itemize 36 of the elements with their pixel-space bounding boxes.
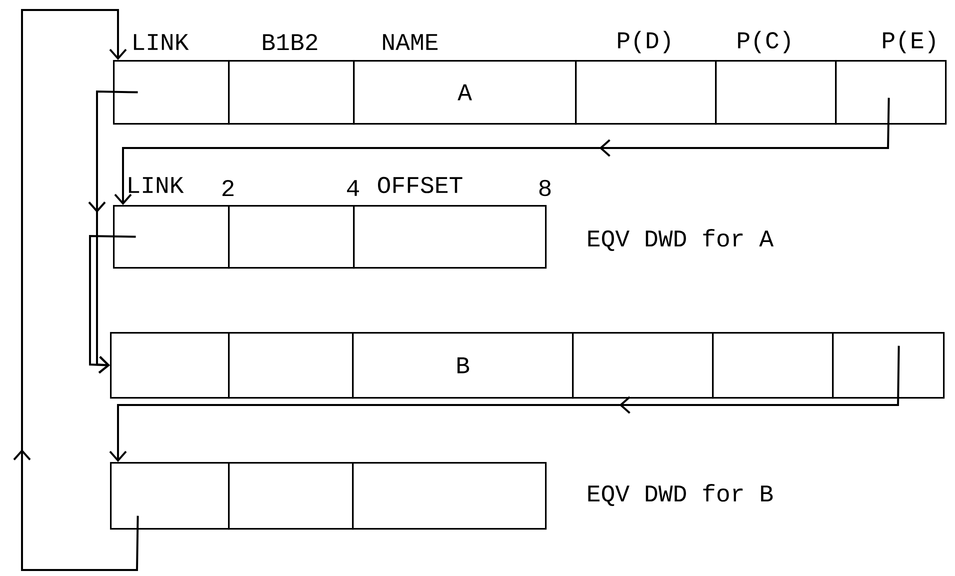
field-label: 8	[539, 180, 551, 196]
table-cell	[228, 205, 355, 269]
table-cell	[572, 332, 714, 399]
arrow	[13, 9, 139, 571]
arrow	[114, 98, 890, 205]
field-label: P(D)	[618, 30, 670, 54]
arrow	[89, 234, 136, 374]
field-label: NAME	[383, 34, 438, 50]
arrow	[88, 90, 138, 374]
field-label: LINK	[128, 177, 184, 193]
field-label: 4	[347, 180, 359, 196]
table-cell	[110, 462, 230, 530]
field-label: B1B2	[263, 34, 318, 50]
field-label: OFFSET	[378, 176, 462, 194]
field-label: P(E)	[883, 30, 935, 54]
table-cell	[835, 60, 947, 125]
table-cell	[712, 332, 834, 399]
field-label: LINK	[134, 34, 189, 50]
table-cell	[832, 332, 945, 399]
table-cell	[228, 462, 354, 530]
field-label: EQV DWD for B	[588, 484, 773, 506]
table-cell	[113, 205, 230, 269]
table-cell: B	[352, 332, 574, 399]
arrow	[109, 346, 900, 462]
table-cell	[228, 60, 355, 125]
field-label: EQV DWD for A	[588, 229, 774, 251]
table-cell	[113, 60, 230, 125]
field-label: P(C)	[738, 30, 790, 54]
table-cell	[228, 332, 354, 399]
table-cell	[715, 60, 837, 125]
table-cell	[575, 60, 717, 125]
table-cell	[353, 205, 547, 269]
table-cell	[352, 462, 547, 530]
table-cell	[110, 332, 230, 399]
table-cell: A	[353, 60, 577, 125]
field-label: 2	[222, 180, 234, 196]
